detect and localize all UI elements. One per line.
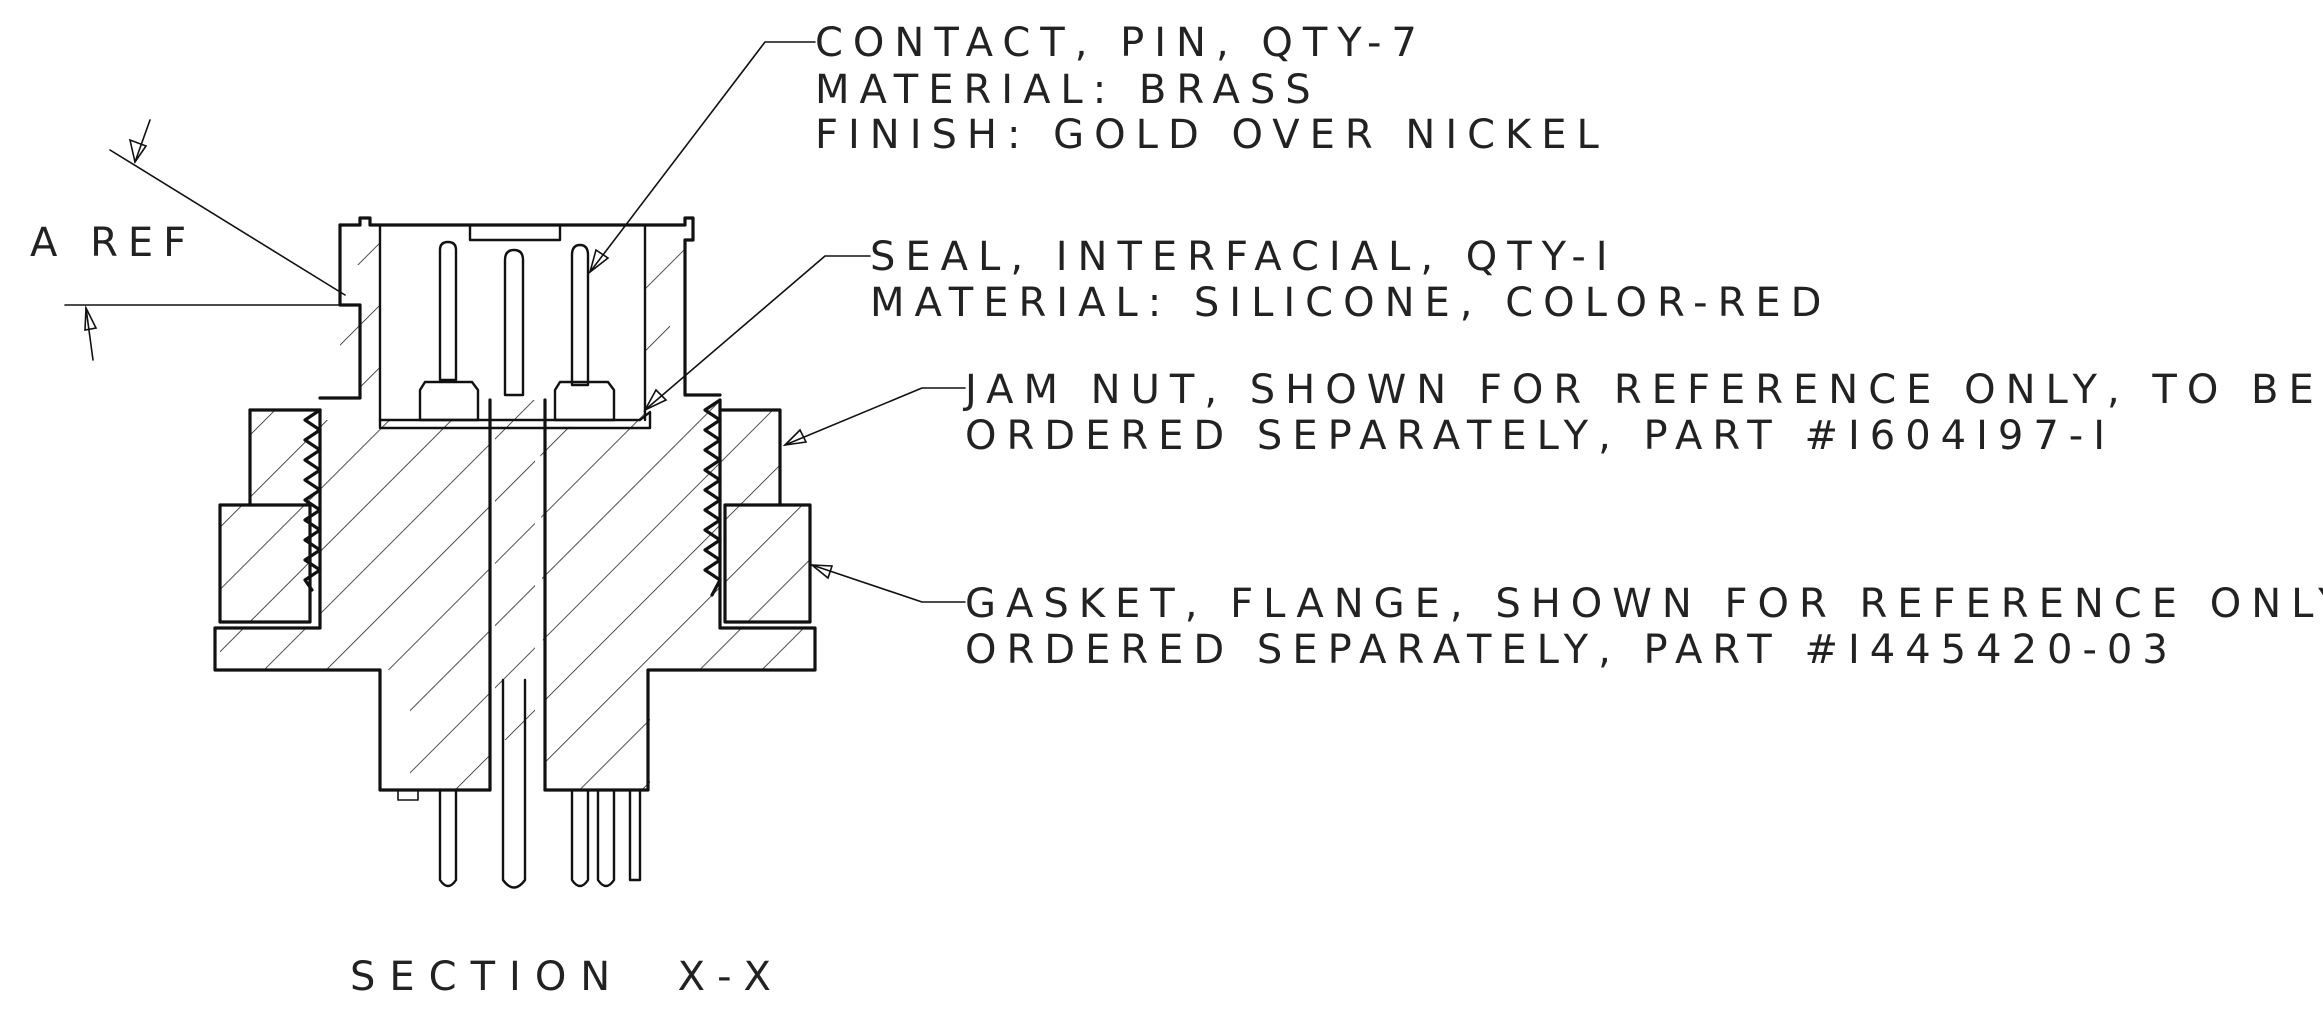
jam-nut-callout: JAM NUT, SHOWN FOR REFERENCE ONLY, TO BE… [962,367,2323,459]
gasket-callout: GASKET, FLANGE, SHOWN FOR REFERENCE ONLY… [965,581,2323,673]
leader-lines [588,41,966,603]
dimension-label: A REF [30,220,196,266]
jam-nut-leader [784,387,966,446]
callout-line: MATERIAL: BRASS [815,67,1321,113]
callout-line: JAM NUT, SHOWN FOR REFERENCE ONLY, TO BE [962,367,2323,413]
ref-dimension: A REF [30,119,361,361]
callout-line: SEAL, INTERFACIAL, QTY-I [870,234,1618,280]
dimension-line-lower [85,307,94,361]
body-hatching [220,225,815,790]
callout-line: MATERIAL: SILICONE, COLOR-RED [870,280,1831,326]
arrowhead-icon [782,428,808,447]
section-title: SECTION X-X [350,954,785,1000]
contact-callout: CONTACT, PIN, QTY-7 MATERIAL: BRASS FINI… [815,20,1609,158]
seal-callout: SEAL, INTERFACIAL, QTY-I MATERIAL: SILIC… [870,234,1831,326]
contact-leader [589,41,816,273]
callout-line: CONTACT, PIN, QTY-7 [815,20,1427,66]
seal-leader [644,255,871,411]
dimension-line-upper [134,119,151,163]
connector-body [213,216,817,889]
arrowhead-icon [128,138,148,164]
callout-line: ORDERED SEPARATELY, PART #I604I97-I [965,413,2115,459]
arrowhead-icon [588,248,610,275]
arrowhead-icon [643,388,668,412]
callout-line: ORDERED SEPARATELY, PART #I445420-03 [965,627,2178,673]
callout-line: GASKET, FLANGE, SHOWN FOR REFERENCE ONLY… [965,581,2323,627]
arrowhead-icon [809,564,834,580]
arrowhead-icon [84,304,98,331]
gasket-leader [811,564,966,603]
angled-extension-line [109,149,346,296]
callout-line: FINISH: GOLD OVER NICKEL [815,112,1609,158]
